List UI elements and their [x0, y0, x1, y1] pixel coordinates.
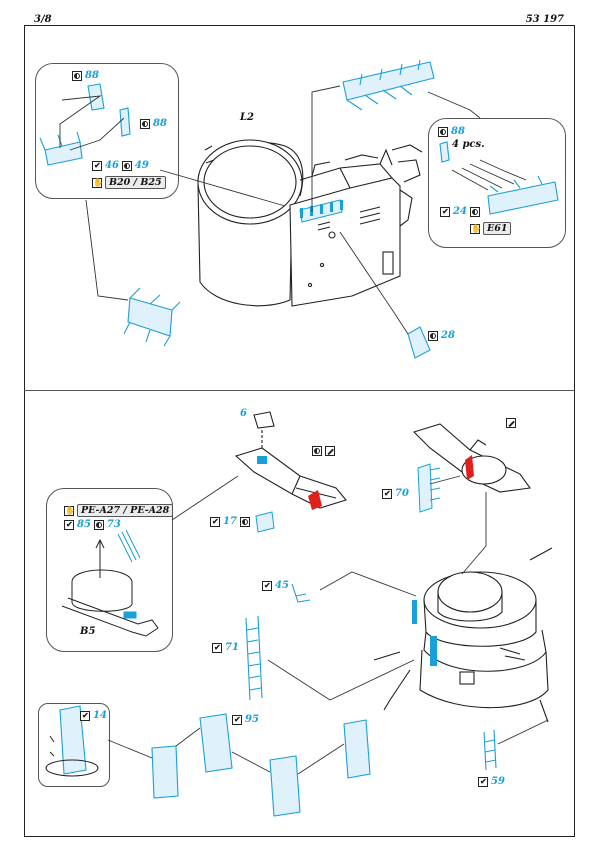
label-part-14: 14 — [80, 710, 107, 721]
main-turret-drawing — [373, 547, 553, 723]
bend-icon — [121, 160, 132, 171]
fold-check-icon — [64, 519, 74, 530]
part-6-blue — [257, 456, 267, 464]
ladder-59 — [483, 729, 497, 771]
label-b5: B5 — [80, 626, 96, 637]
blue-parts-top — [39, 59, 559, 359]
fold-check-icon — [212, 642, 222, 653]
fold-check-icon — [382, 488, 392, 499]
label-part-45: 45 — [262, 580, 289, 591]
leader-lines-top — [59, 85, 527, 335]
fold-check-icon — [80, 710, 90, 721]
red-part-b — [465, 455, 474, 480]
label-part-28: 28 — [428, 330, 455, 341]
paint-icon — [325, 446, 335, 456]
label-paint-b — [506, 418, 516, 428]
bend-icon — [469, 206, 480, 217]
bend-icon — [312, 446, 322, 456]
part-17-drawing — [255, 511, 275, 533]
label-bend-paint-a — [312, 446, 335, 456]
blue-slots-top — [300, 200, 343, 218]
label-part-24: 24 — [440, 206, 480, 217]
ladder-71 — [245, 615, 263, 701]
label-ref-e61: E61 — [470, 222, 512, 235]
fold-check-icon — [262, 580, 272, 591]
bend-icon — [93, 519, 104, 530]
label-part-85-73: 85 73 — [64, 519, 121, 530]
detail-14-drawing — [45, 735, 99, 777]
turret-hull-drawing — [197, 139, 423, 307]
bend-icon — [438, 126, 448, 137]
label-part-71: 71 — [212, 642, 239, 653]
instruction-icon — [64, 505, 75, 516]
paint-icon — [506, 418, 516, 428]
fold-check-icon — [440, 206, 450, 217]
callout-b5-drawing — [61, 538, 159, 637]
label-part-59: 59 — [478, 776, 505, 787]
fold-check-icon — [92, 160, 102, 171]
part-45-drawing — [291, 583, 311, 603]
page-number: 3/8 — [34, 14, 52, 25]
fold-check-icon — [478, 776, 488, 787]
label-part-88-b: 88 — [140, 118, 167, 129]
label-qty: 4 pcs. — [452, 139, 485, 150]
bend-icon — [428, 330, 438, 341]
hatch-panels — [59, 705, 371, 817]
turret-blue-panels — [412, 600, 437, 666]
label-part-70: 70 — [382, 488, 409, 499]
section-divider — [24, 390, 575, 391]
callout-b5-blue — [117, 529, 141, 619]
label-ref-pe-a27-a28: PE-A27 / PE-A28 — [64, 504, 174, 517]
bend-icon — [72, 70, 82, 81]
label-part-17: 17 — [210, 516, 250, 527]
label-part-88-a: 88 — [72, 70, 99, 81]
bend-icon — [140, 118, 150, 129]
leader-lines-bottom — [107, 475, 549, 775]
label-ref-b20-b25: B20 / B25 — [92, 176, 166, 189]
red-part-a — [308, 490, 322, 510]
bend-icon — [239, 516, 250, 527]
set-number: 53 197 — [525, 14, 564, 25]
label-l2: L2 — [240, 112, 254, 123]
label-part-88-right: 88 — [438, 126, 465, 137]
fold-check-icon — [210, 516, 220, 527]
label-part-46-49: 46 49 — [92, 160, 149, 171]
fold-check-icon — [232, 714, 242, 725]
instruction-icon — [470, 223, 481, 234]
label-part-95: 95 — [232, 714, 259, 725]
part-70-drawing — [417, 463, 441, 513]
instruction-icon — [92, 177, 103, 188]
grille-assembly — [234, 411, 347, 509]
page-frame — [24, 25, 575, 837]
label-part-6: 6 — [240, 408, 247, 419]
